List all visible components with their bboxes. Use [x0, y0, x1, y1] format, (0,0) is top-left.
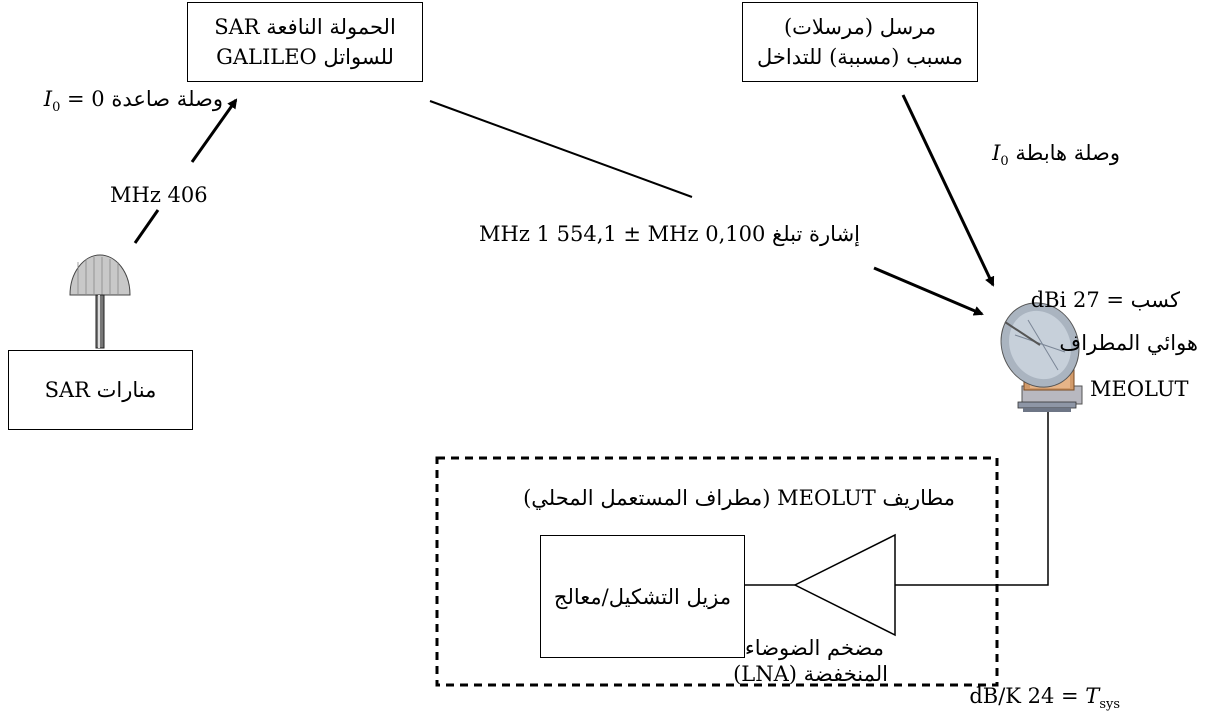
signal-arrow-lower: [873, 266, 984, 316]
antenna-gain-label: كسب = dBi 27: [1030, 288, 1180, 312]
uplink-arrow-upper: [190, 98, 238, 163]
lna-label-line1: مضخم الضوضاء: [744, 636, 884, 660]
antenna-label-line2: MEOLUT: [1090, 377, 1189, 401]
uplink-symbol: I: [43, 87, 53, 111]
meolut-terminal-title: مطاريف MEOLUT (مطراف المستعمل المحلي): [523, 486, 955, 510]
lna-amplifier-icon: [793, 533, 896, 637]
tsys-subscript: sys: [1099, 697, 1120, 712]
interferer-box: مرسل (مرسلات) مسبب (مسببة) للتداخل: [742, 2, 978, 82]
interference-arrow: [901, 94, 995, 287]
signal-frequency-label: إشارة تبلغ MHz 1 554,1 ± MHz 0,100: [479, 222, 860, 246]
beacon-icon: [69, 254, 131, 349]
galileo-box-line1: الحمولة النافعة SAR: [214, 15, 396, 39]
system-noise-temperature-label: dB/K 24 = Tsys: [969, 683, 1120, 718]
lna-label-line2: المنخفضة (LNA): [733, 662, 888, 686]
meolut-antenna-icon: [1000, 302, 1083, 412]
demodulator-processor-box: مزيل التشكيل/معالج: [540, 535, 745, 658]
antenna-feed-cable: [895, 407, 1049, 586]
interferer-box-line2: مسبب (مسببة) للتداخل: [756, 45, 964, 69]
antenna-label-line1: هوائي المطراف: [1059, 331, 1198, 355]
galileo-box-line2: للسواتل GALILEO: [216, 45, 394, 69]
uplink-arrow-lower: [133, 209, 160, 244]
galileo-sar-payload-box: الحمولة النافعة SAR للسواتل GALILEO: [187, 2, 423, 82]
tsys-text: dB/K 24 =: [969, 684, 1086, 708]
downlink-subscript: 0: [1000, 154, 1009, 169]
interferer-box-line1: مرسل (مرسلات): [783, 15, 937, 39]
meolut-terminal-region: [435, 456, 999, 687]
uplink-frequency-label: MHz 406: [110, 183, 208, 207]
uplink-subscript: 0: [52, 100, 61, 115]
signal-line-upper: [429, 100, 693, 198]
uplink-label: وصلة صاعدة 0 = I0: [44, 86, 223, 121]
sar-beacons-box: منارات SAR: [8, 350, 193, 430]
downlink-label: وصلة هابطة I0: [992, 140, 1120, 175]
uplink-text: وصلة صاعدة 0 =: [60, 87, 223, 111]
downlink-symbol: I: [992, 141, 1001, 165]
tsys-symbol: T: [1085, 684, 1100, 708]
beacons-label: منارات SAR: [44, 378, 157, 402]
downlink-text: وصلة هابطة: [1008, 141, 1120, 165]
demod-label: مزيل التشكيل/معالج: [553, 584, 732, 609]
